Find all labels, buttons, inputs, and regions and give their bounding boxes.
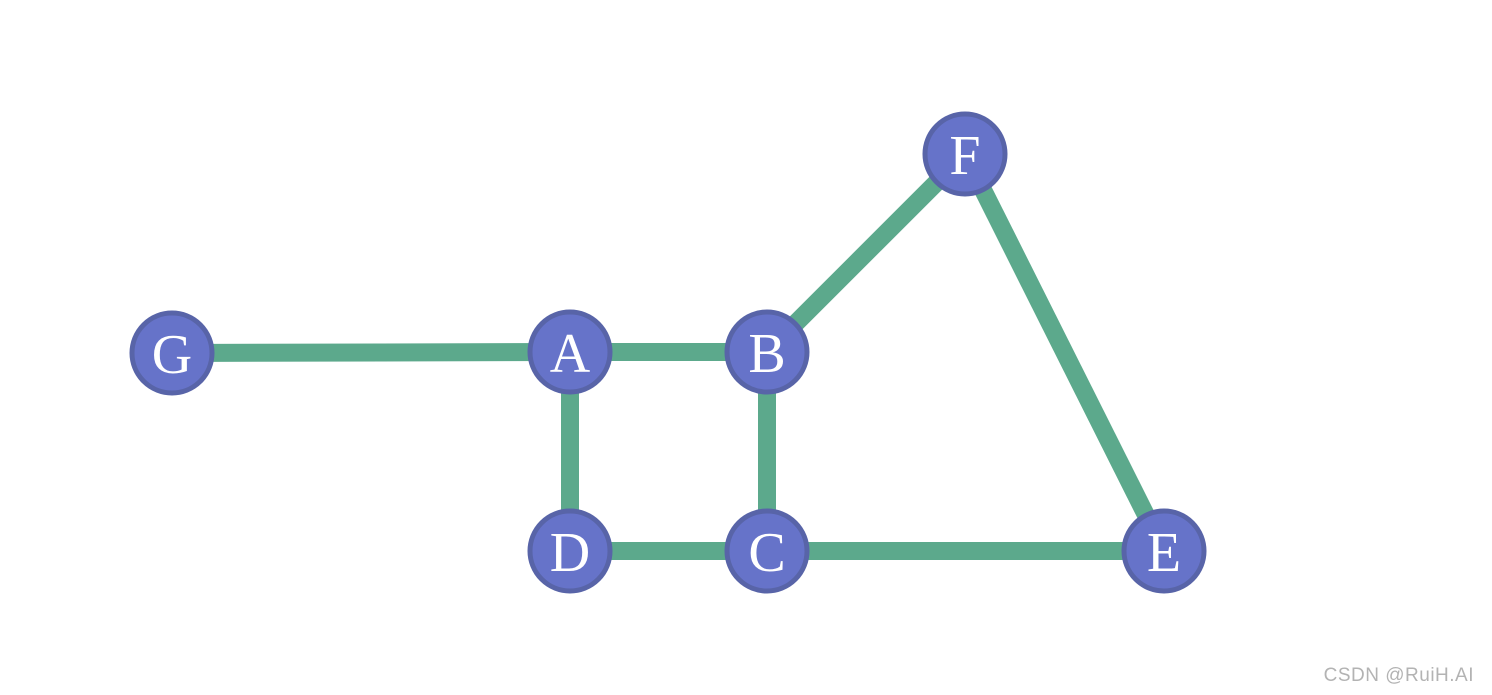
edge-F-E (956, 149, 1173, 556)
edge-G-A (171, 343, 571, 362)
node-circle-E (1121, 508, 1207, 594)
node-B: B (724, 309, 810, 395)
node-circle-C (724, 508, 810, 594)
edge-B-F (760, 147, 972, 359)
node-F: F (922, 111, 1008, 197)
node-E: E (1121, 508, 1207, 594)
node-C: C (724, 508, 810, 594)
node-A: A (527, 309, 613, 395)
node-circle-B (724, 309, 810, 395)
node-circle-G (129, 310, 215, 396)
node-circle-D (527, 508, 613, 594)
node-G: G (129, 310, 215, 396)
node-circle-F (922, 111, 1008, 197)
watermark: CSDN @RuiH.AI (1323, 665, 1474, 686)
node-D: D (527, 508, 613, 594)
node-circle-A (527, 309, 613, 395)
